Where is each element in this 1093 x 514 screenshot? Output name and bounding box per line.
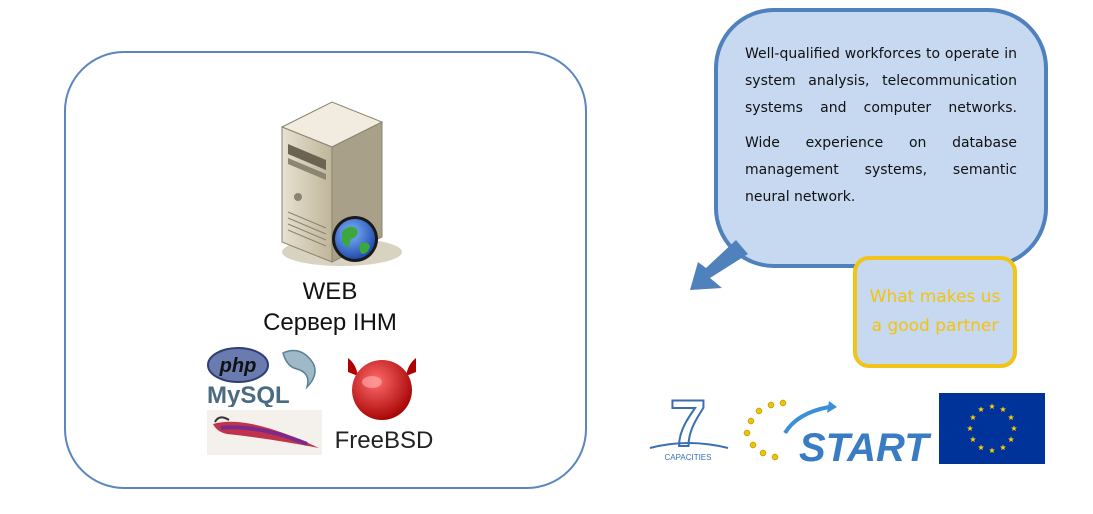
eu-flag-logo (939, 393, 1045, 464)
info-bubble (714, 8, 1048, 268)
server-caption: WEB Сервер IHM (230, 276, 430, 338)
server-icon (280, 101, 402, 266)
eu-star (999, 444, 1007, 451)
apache-feather-logo (207, 410, 322, 455)
eu-star (1010, 425, 1018, 432)
eu-star (966, 425, 974, 432)
mysql-logo-text: MySQL (207, 382, 290, 407)
freebsd-logo-text: FreeBSD (335, 427, 434, 454)
fp7-number: 7 (670, 388, 707, 460)
server-caption-line1: WEB (302, 278, 358, 305)
bubble-paragraph-1: Well-qualified workforces to operate in … (745, 46, 1017, 116)
partner-text: What makes us a good partner (869, 287, 1001, 336)
eu-star (969, 436, 976, 443)
partner-box: What makes us a good partner (853, 256, 1017, 368)
fp7-capacities-logo: 7 CAPACITIES (649, 388, 729, 462)
eu-star (977, 444, 985, 451)
eu-star (999, 406, 1007, 413)
eu-star (1008, 414, 1015, 421)
bubble-paragraph-2: Wide experience on database management s… (745, 135, 1017, 205)
eu-star (988, 403, 996, 410)
bubble-text: Well-qualified workforces to operate in … (745, 41, 1017, 219)
freebsd-logo: FreeBSD (335, 358, 434, 454)
php-mysql-logo: php MySQL (207, 347, 316, 407)
start-logo: START (737, 393, 933, 467)
capacities-text: CAPACITIES (665, 453, 712, 462)
eu-star (977, 406, 985, 413)
server-caption-line2: Сервер IHM (263, 309, 397, 336)
start-logo-text: START (799, 426, 932, 467)
bubble-pointer-arrow (690, 240, 748, 290)
php-logo-text: php (219, 355, 257, 377)
eu-star (1008, 436, 1015, 443)
eu-star (988, 447, 996, 454)
eu-star (969, 414, 976, 421)
